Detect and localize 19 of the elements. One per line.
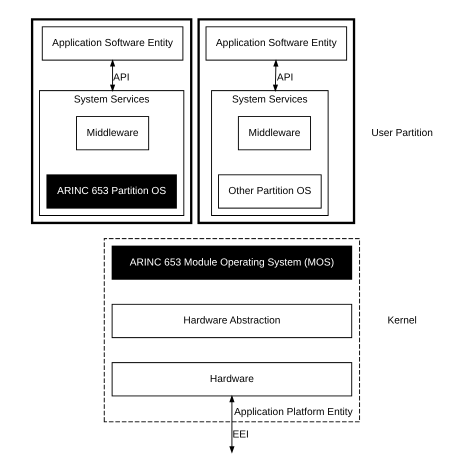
node-box: Other Partition OS [218, 174, 322, 209]
node-box: ARINC 653 Partition OS [46, 174, 176, 209]
node-box: Hardware [111, 362, 352, 396]
node-box: Application Software Entity [205, 26, 347, 61]
node-box: Application Software Entity [41, 26, 183, 61]
node-box: Middleware [237, 116, 311, 150]
node-box: Hardware Abstraction [111, 304, 352, 338]
cluster [196, 18, 355, 224]
label: User Partition [370, 128, 432, 139]
arrow [109, 59, 115, 92]
cluster [30, 18, 192, 224]
edge-label: API [112, 72, 130, 84]
arrow [228, 394, 234, 454]
edge-label: API [276, 72, 293, 84]
edge-label: EEI [232, 429, 248, 440]
node-box: ARINC 653 Module Operating System (MOS) [111, 246, 352, 280]
label: Kernel [386, 316, 416, 327]
node-box: Middleware [76, 116, 149, 150]
arrow [272, 59, 278, 92]
